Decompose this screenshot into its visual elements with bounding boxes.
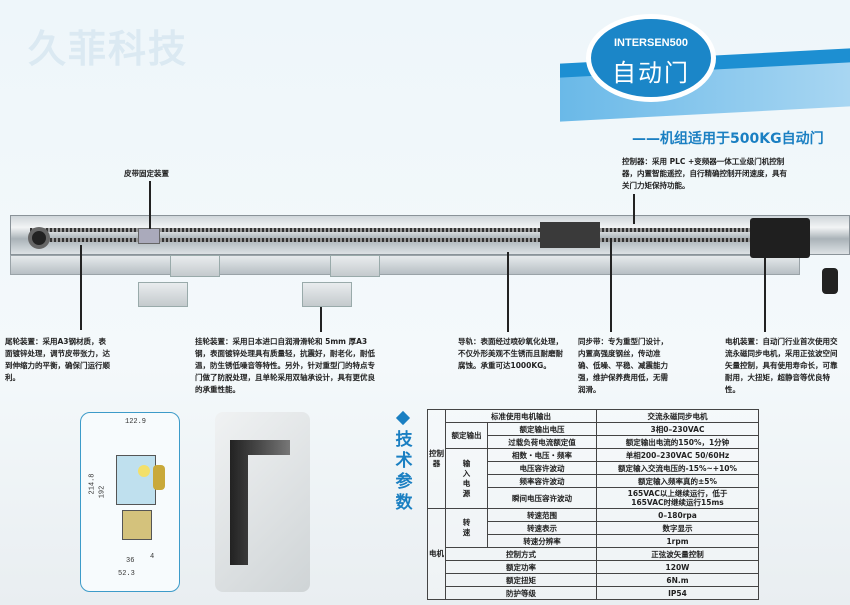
dim-bottom-2: 52.3 — [118, 570, 135, 578]
controller-note: 控制器：采用 PLC +变频器一体工业级门机控制器，内置智能遥控，自行精确控制开… — [622, 157, 787, 190]
specs-title: 技术参数 — [395, 430, 413, 513]
motor — [750, 218, 810, 258]
spec-value: 额定输入频率真的±5% — [596, 474, 759, 488]
door-operator-rail — [10, 215, 850, 255]
watermark: 久菲科技 — [28, 27, 189, 71]
shaft — [138, 465, 150, 477]
group-controller: 控制器 — [427, 409, 446, 509]
subtitle: ——机组适用于500KG自动门 — [632, 131, 824, 147]
spec-value: 0–180rpa — [596, 508, 759, 522]
spec-value: 交流永磁同步电机 — [596, 409, 759, 423]
spec-key: 转速表示 — [487, 521, 597, 535]
remote-control — [822, 268, 838, 294]
hanger-wheel — [302, 282, 352, 307]
group-speed: 转速 — [445, 508, 488, 548]
hanger-bracket — [330, 255, 380, 277]
spec-key: 电压容许波动 — [487, 461, 597, 475]
spec-key: 防护等级 — [445, 586, 597, 600]
spec-value: IP54 — [596, 586, 759, 600]
spec-key: 过载负荷电流额定值 — [487, 435, 597, 449]
hanger-bracket — [170, 255, 220, 277]
spec-key: 转速范围 — [487, 508, 597, 522]
pulley — [153, 465, 165, 490]
group-input-power: 输入电源 — [445, 448, 488, 509]
guide-rail — [10, 255, 800, 275]
group-motor: 电机 — [427, 508, 446, 600]
spec-value: 正弦波矢量控制 — [596, 547, 759, 561]
spec-value: 120W — [596, 560, 759, 574]
dim-height-total: 214.8 — [88, 473, 97, 495]
tail-wheel-note: 尾轮装置：采用A3钢材质，表面镀锌处理，调节皮带张力，达到伸缩力的平衡，确保门运… — [5, 337, 110, 382]
spec-value: 数字显示 — [596, 521, 759, 535]
spec-key: 额定扭矩 — [445, 573, 597, 587]
dim-width: 122.9 — [125, 418, 147, 426]
pointer-line — [764, 258, 766, 332]
spec-value: 1rpm — [596, 534, 759, 548]
motor-note: 电机装置：自动门行业首次使用交流永磁同步电机，采用正弦波空间矢量控制，具有使用寿… — [725, 337, 838, 394]
group-rated-output: 额定输出 — [445, 422, 488, 449]
spec-key: 额定输出电压 — [487, 422, 597, 436]
dim-side: 4 — [150, 553, 155, 561]
spec-key: 转速分辨率 — [487, 534, 597, 548]
model-badge: INTERSEN500 自动门 — [586, 14, 716, 102]
tail-wheel — [28, 227, 50, 249]
hanger-section — [122, 510, 152, 540]
hanger-note: 挂轮装置：采用日本进口自润滑滑轮和 5mm 厚A3钢，表面镀锌处理具有质量轻，抗… — [195, 337, 375, 394]
spec-value: 额定输入交流电压的-15%~+10% — [596, 461, 759, 475]
pointer-line — [80, 245, 82, 330]
dim-height-inner: 192 — [98, 485, 107, 499]
sync-belt — [30, 228, 770, 232]
motor-section — [116, 455, 156, 505]
rail-note: 导轨：表面经过喷砂氧化处理，不仅外形美观不生锈而且耐磨耐腐蚀。承重可达1000K… — [458, 337, 563, 370]
pointer-line — [149, 181, 151, 229]
pointer-line — [507, 252, 509, 332]
spec-key: 控制方式 — [445, 547, 597, 561]
spec-value: 额定输出电流的150%，1分钟 — [596, 435, 759, 449]
sync-belt-note: 同步带：专为重型门设计，内置高强度钢丝，传动准确、低噪、平稳、减震能力强，维护保… — [578, 337, 668, 394]
controller-box — [540, 222, 600, 248]
pointer-line — [320, 307, 322, 332]
spec-key: 额定功率 — [445, 560, 597, 574]
pointer-line — [610, 238, 612, 332]
hanger-wheel — [138, 282, 188, 307]
spec-value: 3相0–230VAC — [596, 422, 759, 436]
model-name: INTERSEN500 — [614, 37, 688, 49]
spec-key: 相数・电压・频率 — [487, 448, 597, 462]
profile-photo — [215, 412, 310, 592]
spec-value: 单相200–230VAC 50/60Hz — [596, 448, 759, 462]
spec-value: 165VAC以上继续运行，低于165VAC时继续运行15ms — [596, 487, 759, 509]
spec-key: 频率容许波动 — [487, 474, 597, 488]
dim-bottom-1: 36 — [126, 557, 135, 565]
spec-key: 瞬间电压容许波动 — [487, 487, 597, 509]
pointer-line — [633, 194, 635, 224]
sync-belt-lower — [30, 238, 770, 242]
spec-key: 标准使用电机输出 — [445, 409, 597, 423]
diamond-icon — [395, 410, 411, 426]
product-name: 自动门 — [612, 59, 690, 87]
spec-value: 6N.m — [596, 573, 759, 587]
belt-clamp-label: 皮带固定装置 — [124, 169, 169, 178]
belt-clamp — [138, 228, 160, 244]
